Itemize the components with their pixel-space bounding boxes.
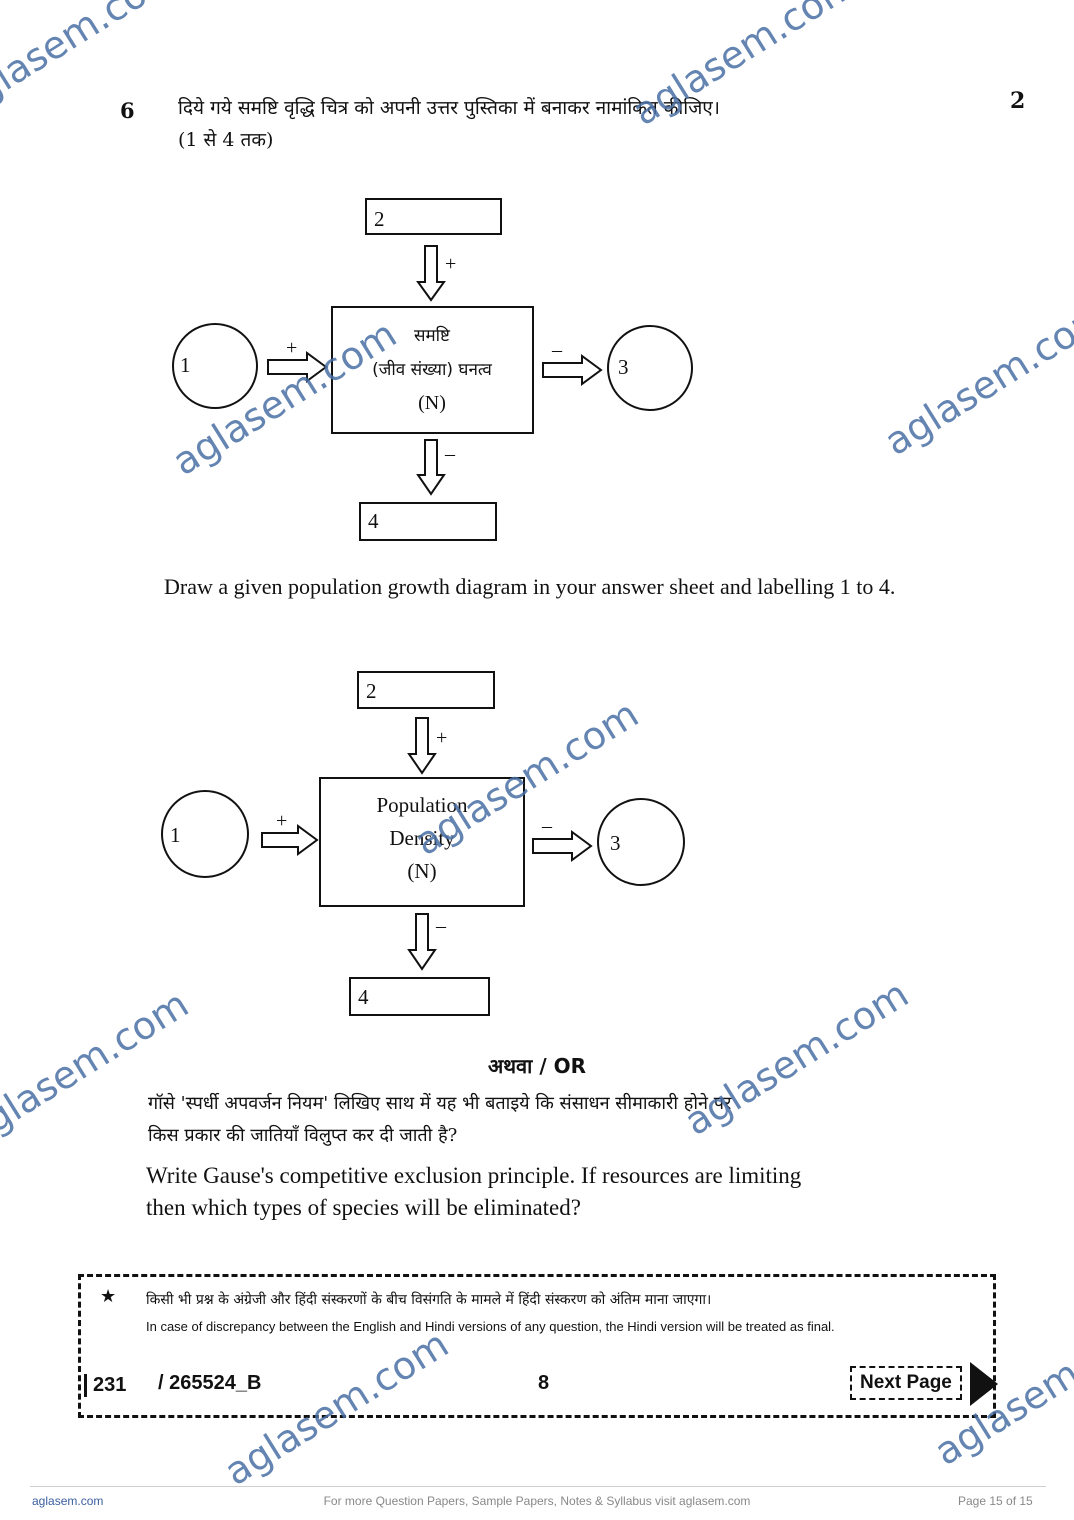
or-hindi: गॉसे 'स्पर्धी अपवर्जन नियम' लिखिए साथ मे… (148, 1088, 948, 1152)
diagram-hi-sign-right: – (551, 339, 563, 361)
question-hindi-line1: दिये गये समष्टि वृद्धि चित्र को अपनी उत्… (178, 97, 721, 119)
footer-divider (30, 1486, 1046, 1487)
diagram-en-sign-left: + (276, 810, 287, 832)
diagram-en-label-1: 1 (170, 823, 181, 847)
diagram-en-center-line3: (N) (407, 859, 436, 883)
diagram-hi-center-line2: (जीव संख्या) घनत्व (372, 359, 492, 380)
subject-code: 231 (84, 1374, 132, 1397)
next-page-label: Next Page (850, 1366, 962, 1400)
or-english-line2: then which types of species will be elim… (146, 1195, 581, 1220)
diagram-hi-sign-top: + (445, 253, 456, 275)
or-heading: अथवा / OR (488, 1054, 586, 1078)
footer-site-link[interactable]: aglasem.com (32, 1494, 104, 1508)
circle-label-3 (607, 325, 693, 411)
diagram-hi-center-line1: समष्टि (414, 325, 451, 346)
diagram-en-label-3: 3 (610, 831, 621, 855)
en-box-label-2 (357, 671, 495, 709)
diagram-en-center-line2: Density (389, 826, 455, 850)
question-english: Draw a given population growth diagram i… (164, 574, 896, 599)
footer-promo: For more Question Papers, Sample Papers,… (323, 1494, 751, 1508)
diagram-en-center-line1: Population (376, 793, 468, 817)
arrow-top (416, 245, 446, 302)
diagram-hi-center-line3: (N) (418, 392, 446, 414)
diagram-en-label-4: 4 (358, 985, 369, 1009)
paper-code: / 265524_B (158, 1372, 262, 1394)
footer-page-count: Page 15 of 15 (958, 1494, 1033, 1508)
diagram-en-label-2: 2 (366, 679, 377, 703)
or-hindi-line2: किस प्रकार की जातियाँ विलुप्त कर दी जाती… (148, 1125, 458, 1146)
next-arrow-icon (970, 1362, 998, 1406)
note-english: In case of discrepancy between the Engli… (146, 1319, 835, 1334)
box-label-2 (365, 198, 502, 235)
page-number: 8 (538, 1372, 550, 1394)
en-circle-label-1 (161, 790, 249, 878)
en-arrow-top (407, 717, 437, 775)
diagram-en-sign-bottom: – (435, 915, 447, 937)
en-arrow-bottom (407, 913, 437, 971)
question-hindi-line2: (1 से 4 तक) (178, 129, 274, 151)
question-marks: 2 (1010, 88, 1026, 114)
en-arrow-left (261, 824, 319, 856)
en-arrow-right (532, 830, 593, 862)
arrow-right (542, 354, 603, 386)
arrow-left (267, 351, 328, 383)
box-label-4 (359, 502, 497, 541)
arrow-bottom (416, 439, 446, 496)
or-hindi-line1: गॉसे 'स्पर्धी अपवर्जन नियम' लिखिए साथ मे… (148, 1093, 732, 1114)
diagram-hi-label-4: 4 (368, 509, 379, 533)
star-icon: ★ (100, 1286, 117, 1307)
question-number: 6 (120, 98, 135, 123)
or-english-line1: Write Gause's competitive exclusion prin… (146, 1163, 802, 1188)
or-english: Write Gause's competitive exclusion prin… (146, 1160, 946, 1224)
en-box-label-4 (349, 977, 490, 1016)
diagram-english-shapes (161, 671, 685, 1016)
note-hindi: किसी भी प्रश्न के अंग्रेजी और हिंदी संस्… (146, 1292, 712, 1308)
question-hindi: दिये गये समष्टि वृद्धि चित्र को अपनी उत्… (178, 92, 938, 156)
discrepancy-note-box (78, 1274, 996, 1418)
box-center (331, 306, 534, 434)
diagram-hi-sign-bottom: – (444, 443, 456, 465)
diagram-en-sign-top: + (436, 727, 447, 749)
en-box-center (319, 777, 525, 907)
diagram-hi-sign-left: + (286, 337, 297, 359)
diagram-hi-label-2: 2 (374, 207, 385, 231)
diagram-hi-label-3: 3 (618, 355, 629, 379)
en-circle-label-3 (597, 798, 685, 886)
diagram-en-sign-right: – (541, 815, 553, 837)
diagram-hi-label-1: 1 (180, 353, 191, 377)
circle-label-1 (172, 323, 258, 409)
